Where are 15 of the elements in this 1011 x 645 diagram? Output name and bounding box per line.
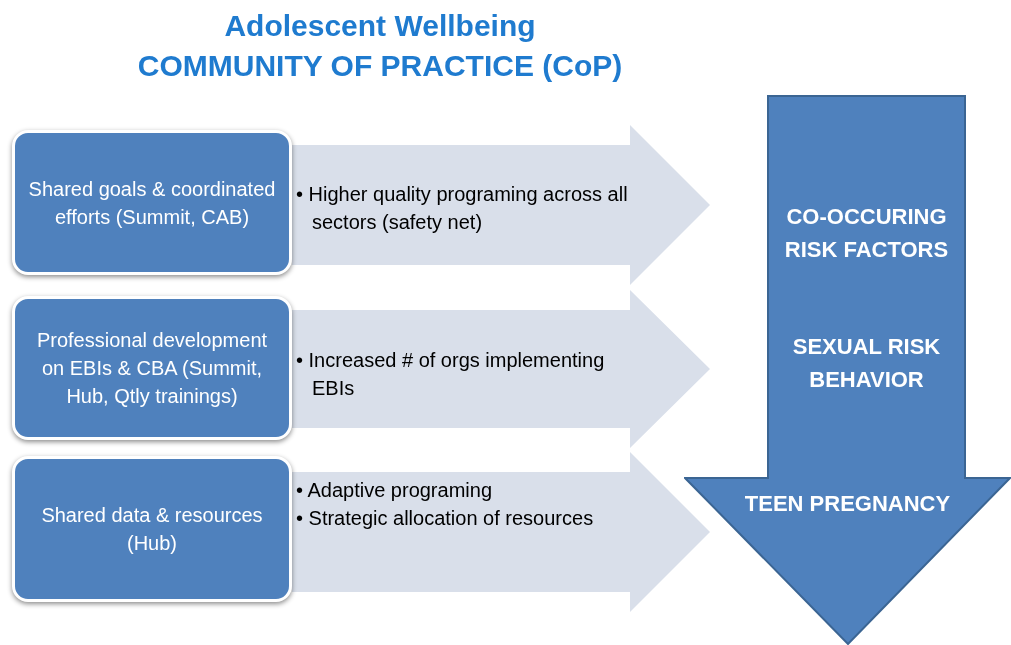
bullet-text: • Strategic allocation of resources bbox=[296, 506, 595, 531]
process-box: Professional development on EBIs & CBA (Summit, Hub, Qtly trainings) bbox=[12, 296, 292, 440]
arrow-text: TEEN PREGNANCY bbox=[743, 490, 952, 518]
bullet-text: • Higher quality programing across all sectors (safety net) bbox=[296, 182, 629, 235]
process-box: Shared goals & coordinated efforts (Summit, CAB) bbox=[12, 130, 292, 275]
arrow-text: SEXUAL RISK BEHAVIOR bbox=[791, 333, 942, 394]
title: Adolescent Wellbeing COMMUNITY OF PRACTICE (CoP) bbox=[136, 8, 624, 84]
arrow-shape bbox=[292, 290, 710, 448]
bullet-text: • Increased # of orgs implementing EBIs bbox=[296, 348, 606, 401]
bullet-text: • Adaptive programing bbox=[296, 478, 493, 503]
process-box: Shared data & resources (Hub) bbox=[12, 456, 292, 602]
arrow-shape bbox=[292, 452, 710, 612]
arrow-text: CO-OCCURING RISK FACTORS bbox=[783, 203, 950, 264]
down-arrow-shape bbox=[684, 95, 1011, 645]
arrow-shape bbox=[292, 125, 710, 285]
